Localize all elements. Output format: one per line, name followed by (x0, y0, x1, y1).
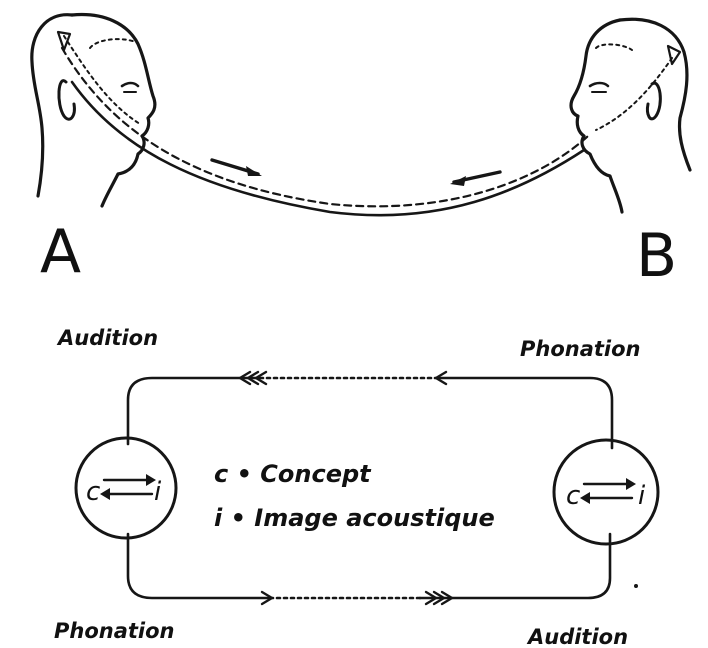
circle-b-image-letter: i (638, 481, 646, 511)
speaker-b-head (571, 19, 690, 212)
circle-a-image-letter: i (154, 477, 162, 507)
circle-a-concept-letter: c (86, 477, 100, 507)
label-phonation-bottom-left: Phonation (54, 619, 175, 643)
label-audition-bottom-right: Audition (526, 625, 628, 648)
circle-b-concept-letter: c (566, 481, 580, 511)
label-phonation-top-right: Phonation (520, 337, 641, 361)
speaker-a-label: A (40, 217, 81, 287)
print-dot (634, 584, 638, 588)
legend-concept: c • Concept (214, 460, 372, 488)
legend-image-acoustique: i • Image acoustique (214, 504, 495, 532)
speaker-b-label: B (636, 221, 677, 291)
label-audition-top-left: Audition (56, 326, 158, 350)
arrow-b-to-a-icon (450, 172, 500, 186)
speech-paths (62, 36, 672, 215)
circle-speaker-b: c i (554, 440, 658, 544)
circuit-loop (128, 378, 612, 598)
circle-speaker-a: c i (76, 438, 176, 538)
speaker-a-head (32, 15, 155, 206)
arrow-a-to-b-icon (212, 160, 262, 176)
